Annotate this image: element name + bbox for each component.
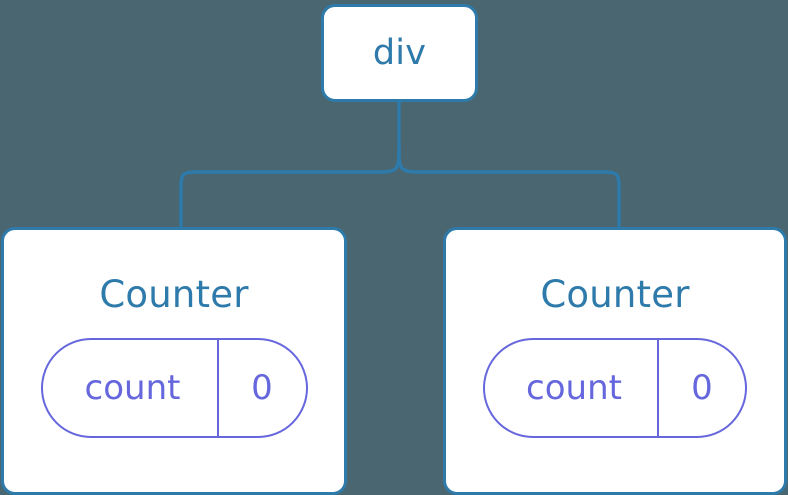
state-pill-right[interactable]: count 0	[483, 338, 747, 438]
state-key-right: count	[526, 368, 622, 408]
connector-branch-left	[179, 144, 401, 229]
node-counter-left-label: Counter	[99, 273, 249, 316]
state-pill-divider-right	[657, 340, 659, 436]
connector-branch-right	[397, 144, 621, 229]
state-value-left: 0	[251, 368, 273, 408]
state-key-left: count	[84, 368, 181, 408]
node-counter-right-label: Counter	[540, 273, 690, 316]
node-div-label: div	[372, 32, 427, 73]
node-counter-left[interactable]: Counter count 0	[1, 227, 347, 495]
node-div[interactable]: div	[321, 4, 478, 102]
node-counter-right[interactable]: Counter count 0	[443, 227, 787, 495]
state-value-right: 0	[691, 368, 713, 408]
state-pill-divider-left	[216, 340, 219, 436]
state-pill-left[interactable]: count 0	[40, 338, 308, 438]
